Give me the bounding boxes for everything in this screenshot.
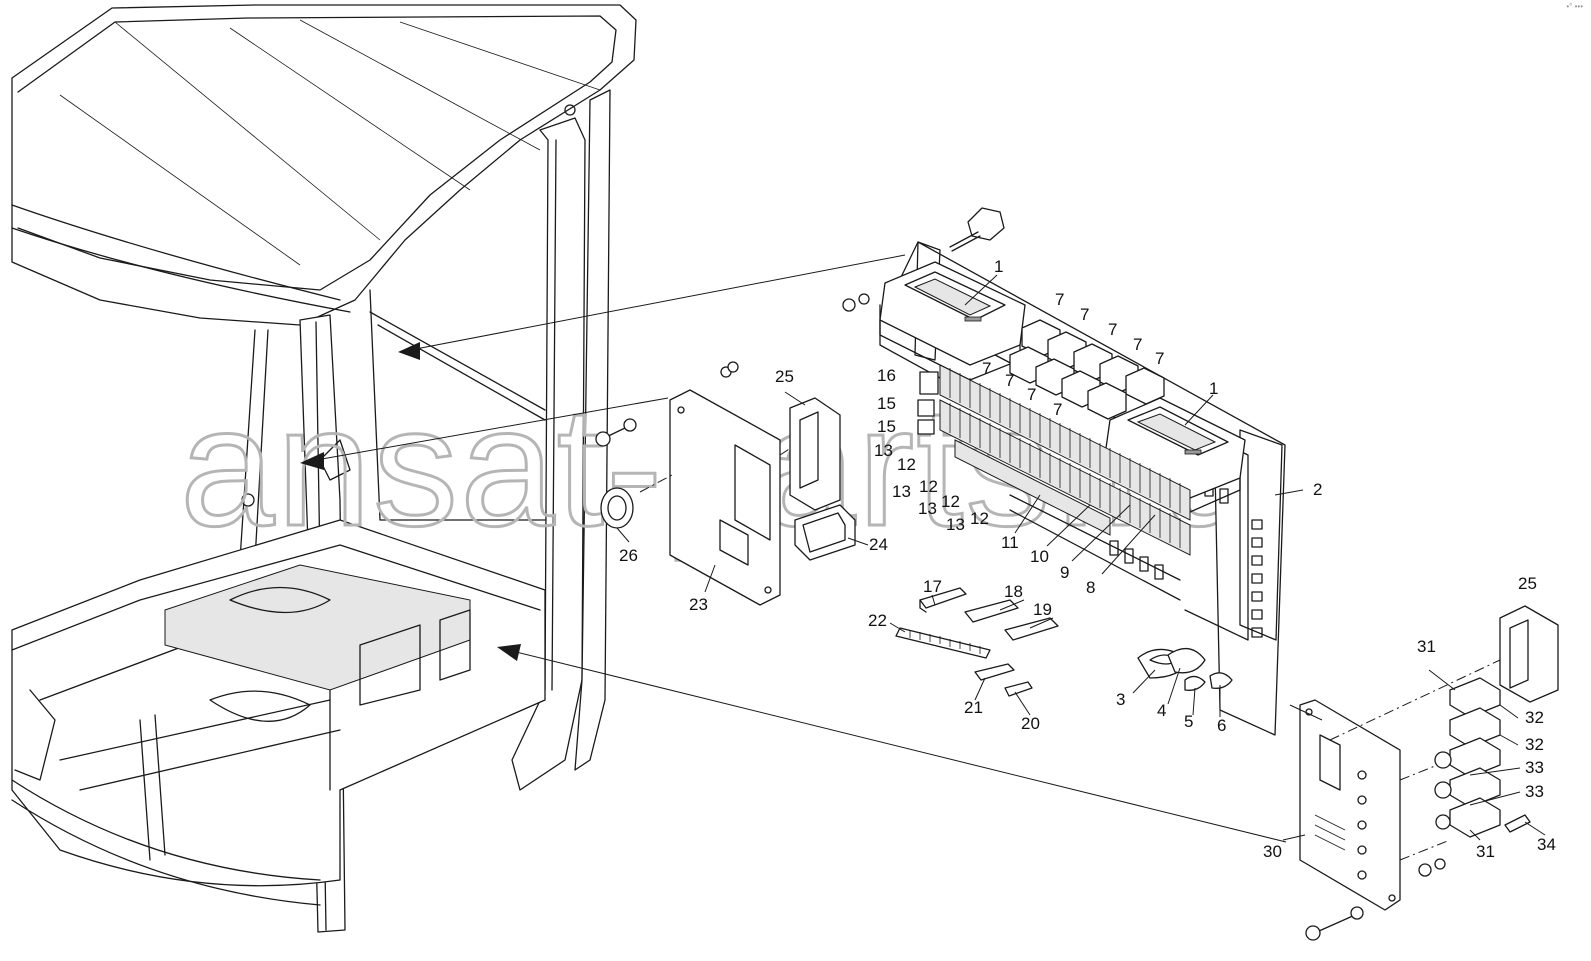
callout-12: 12 [919, 477, 938, 496]
callout-1-lower: 1 [1209, 379, 1218, 398]
callout-7: 7 [1005, 371, 1014, 390]
callout-10: 10 [1030, 547, 1049, 566]
callout-34: 34 [1537, 835, 1556, 854]
callout-2: 2 [1313, 480, 1322, 499]
cab-frame [11, 4, 637, 933]
callout-labels: 1 1 2 3 4 5 6 7 7 7 7 7 7 7 7 7 8 9 10 1… [619, 257, 1556, 861]
callout-32: 32 [1525, 735, 1544, 754]
callout-24: 24 [869, 535, 888, 554]
corner-mark: •° ••• [1566, 2, 1583, 11]
callout-7: 7 [1155, 349, 1164, 368]
callout-4: 4 [1157, 701, 1166, 720]
callout-7: 7 [982, 359, 991, 378]
callout-26: 26 [619, 546, 638, 565]
callout-15: 15 [877, 417, 896, 436]
display-unit-lower [1104, 397, 1246, 513]
callout-30: 30 [1263, 842, 1282, 861]
callout-7: 7 [1055, 290, 1064, 309]
callout-12: 12 [897, 455, 916, 474]
callout-18: 18 [1004, 582, 1023, 601]
callout-16: 16 [877, 366, 896, 385]
assembly-arrows [300, 254, 1287, 843]
relay-array [1009, 319, 1165, 420]
callout-leaders [616, 274, 1546, 841]
callout-1-upper: 1 [994, 257, 1003, 276]
callout-5: 5 [1184, 712, 1193, 731]
callout-22: 22 [868, 611, 887, 630]
callout-25: 25 [775, 367, 794, 386]
callout-31: 31 [1417, 637, 1436, 656]
callout-21: 21 [964, 698, 983, 717]
brackets [1137, 648, 1233, 691]
display-unit-upper [879, 261, 1026, 381]
callout-12: 12 [970, 509, 989, 528]
loose-parts [895, 587, 1059, 697]
callout-31: 31 [1476, 842, 1495, 861]
mounting-hardware [720, 207, 1005, 378]
callout-25: 25 [1518, 574, 1537, 593]
callout-13: 13 [918, 499, 937, 518]
callout-13: 13 [874, 441, 893, 460]
callout-6: 6 [1217, 716, 1226, 735]
callout-7: 7 [1080, 305, 1089, 324]
connector-plate [595, 389, 856, 606]
callout-7: 7 [1108, 320, 1117, 339]
callout-23: 23 [689, 595, 708, 614]
callout-13: 13 [892, 482, 911, 501]
callout-7: 7 [1133, 335, 1142, 354]
callout-32: 32 [1525, 708, 1544, 727]
callout-7: 7 [1027, 385, 1036, 404]
terminal-blocks [917, 364, 1191, 556]
callout-33: 33 [1525, 782, 1544, 801]
callout-9: 9 [1060, 563, 1069, 582]
electrical-panel [720, 207, 1286, 736]
callout-33: 33 [1525, 758, 1544, 777]
callout-20: 20 [1021, 714, 1040, 733]
callout-12: 12 [941, 492, 960, 511]
callout-7: 7 [1053, 400, 1062, 419]
switch-plate [1299, 605, 1559, 941]
callout-17: 17 [923, 577, 942, 596]
callout-19: 19 [1033, 600, 1052, 619]
callout-3: 3 [1116, 690, 1125, 709]
callout-13: 13 [946, 515, 965, 534]
callout-11: 11 [1001, 533, 1019, 552]
callout-8: 8 [1086, 578, 1095, 597]
callout-15: 15 [877, 394, 896, 413]
